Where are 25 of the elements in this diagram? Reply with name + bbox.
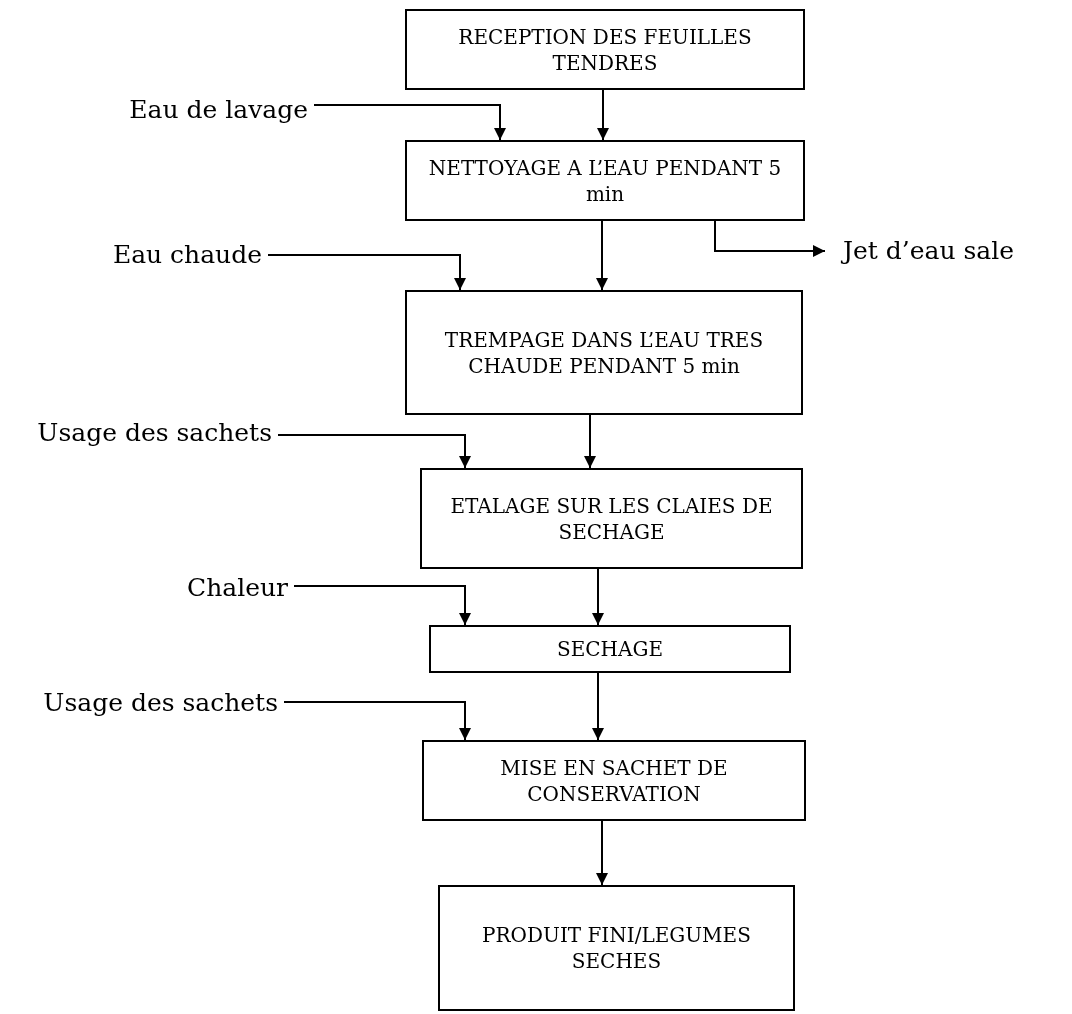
process-box: SECHAGE: [429, 625, 791, 673]
arrow: [283, 701, 471, 741]
flow-label: Jet d’eau sale: [843, 236, 1015, 266]
flow-label: Eau chaude: [112, 240, 262, 270]
arrow: [313, 104, 506, 141]
process-box: NETTOYAGE A L’EAU PENDANT 5 min: [405, 140, 805, 221]
arrow: [267, 254, 466, 291]
arrow: [714, 220, 826, 257]
arrow: [592, 672, 604, 741]
arrow: [293, 585, 471, 626]
arrow: [597, 89, 609, 141]
flow-label: Eau de lavage: [129, 95, 308, 125]
process-box: MISE EN SACHET DE CONSERVATION: [422, 740, 806, 821]
flow-label: Usage des sachets: [37, 418, 272, 448]
arrow: [596, 820, 608, 886]
process-box: TREMPAGE DANS L’EAU TRES CHAUDE PENDANT 5 min: [405, 290, 803, 415]
process-box: PRODUIT FINI/LEGUMES SECHES: [438, 885, 795, 1011]
arrow: [596, 220, 608, 291]
process-box: ETALAGE SUR LES CLAIES DE SECHAGE: [420, 468, 803, 569]
arrow: [592, 568, 604, 626]
flow-label: Chaleur: [187, 573, 288, 603]
flow-label: Usage des sachets: [43, 688, 278, 718]
arrow: [584, 414, 596, 469]
process-box: RECEPTION DES FEUILLES TENDRES: [405, 9, 805, 90]
arrow: [277, 434, 471, 469]
